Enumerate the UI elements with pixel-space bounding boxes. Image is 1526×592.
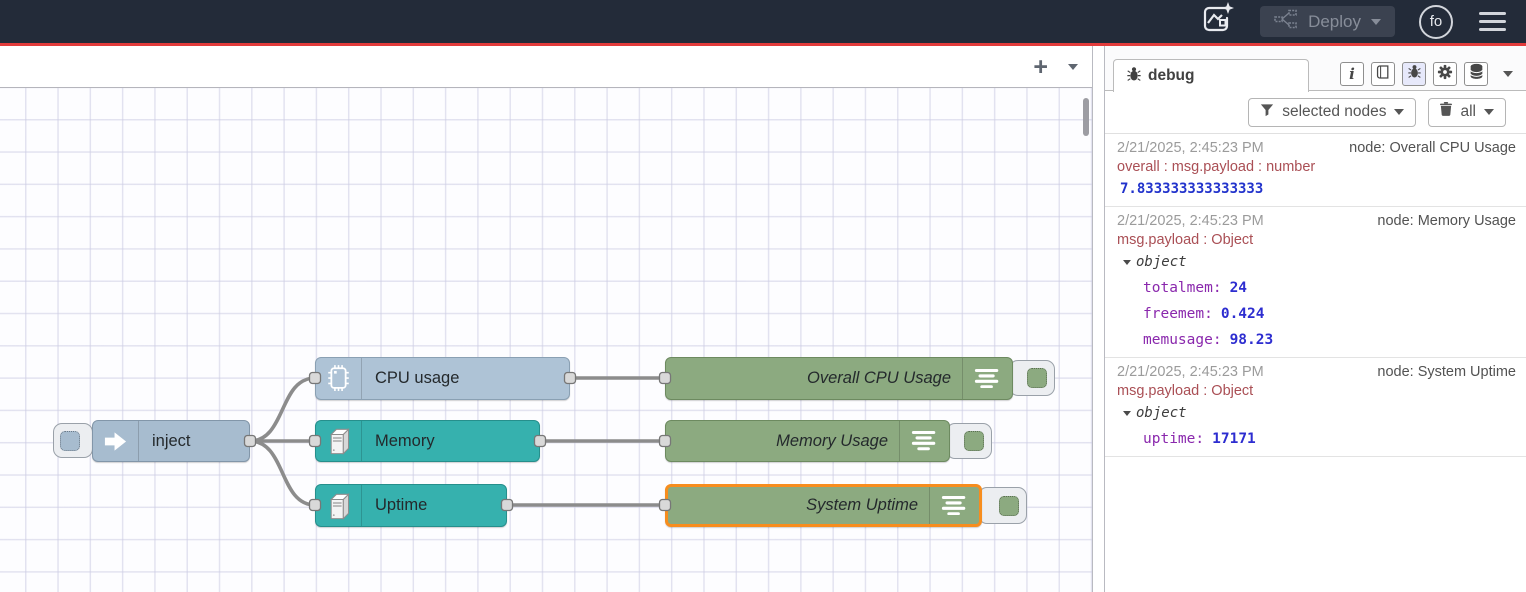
node-debug-memory[interactable]: Memory Usage xyxy=(665,420,950,462)
node-debug-uptime-selected[interactable]: System Uptime xyxy=(665,484,982,527)
debug-message: 2/21/2025, 2:45:23 PM node: Memory Usage… xyxy=(1105,207,1526,358)
filter-dropdown[interactable]: selected nodes xyxy=(1248,97,1417,127)
flow-canvas[interactable]: inject CPU usage xyxy=(0,88,1092,592)
message-meta: overall : msg.payload : number xyxy=(1117,159,1316,175)
sidebar-tabbar: debug i xyxy=(1105,46,1526,92)
debug-toggle-overall-cpu[interactable] xyxy=(1009,360,1055,396)
node-label: Overall CPU Usage xyxy=(807,369,951,387)
bug-icon xyxy=(1127,66,1141,87)
header-alert-line xyxy=(0,43,1526,46)
object-entry: uptime 17171 xyxy=(1143,431,1516,447)
workspace: + inject xyxy=(0,46,1093,592)
message-meta: msg.payload : Object xyxy=(1117,383,1254,399)
tab-label: debug xyxy=(1148,67,1195,84)
deploy-label: Deploy xyxy=(1308,11,1361,31)
node-label: System Uptime xyxy=(806,496,918,514)
book-icon xyxy=(1375,64,1391,85)
object-label: object xyxy=(1136,405,1187,421)
node-inject[interactable]: inject xyxy=(92,420,250,462)
flow-list-caret-icon[interactable] xyxy=(1068,64,1078,70)
deploy-button[interactable]: Deploy xyxy=(1260,6,1395,37)
debug-toggle-uptime[interactable] xyxy=(978,487,1027,524)
node-label: Memory xyxy=(375,431,435,450)
gear-icon xyxy=(1437,64,1453,85)
message-node-name: node: System Uptime xyxy=(1377,364,1516,380)
message-timestamp: 2/21/2025, 2:45:23 PM xyxy=(1117,140,1264,156)
message-node-name: node: Overall CPU Usage xyxy=(1349,140,1516,156)
deploy-icon xyxy=(1274,9,1298,34)
object-entry: totalmem 24 xyxy=(1143,280,1516,296)
info-icon: i xyxy=(1349,65,1355,83)
ai-assistant-icon[interactable] xyxy=(1200,0,1236,43)
debug-output-icon xyxy=(899,421,949,461)
canvas-scrollbar[interactable] xyxy=(1083,98,1089,136)
sidebar: debug i xyxy=(1104,46,1526,592)
entry-key: uptime xyxy=(1143,431,1204,447)
inject-trigger-button[interactable] xyxy=(53,423,93,458)
clear-label: all xyxy=(1460,103,1476,120)
debug-toggle-memory[interactable] xyxy=(946,423,992,459)
server-icon xyxy=(316,485,362,526)
inject-arrow-icon xyxy=(93,421,139,461)
add-flow-button[interactable]: + xyxy=(1033,52,1048,81)
cpu-chip-icon xyxy=(316,358,362,399)
debug-message: 2/21/2025, 2:45:23 PM node: System Uptim… xyxy=(1105,358,1526,457)
entry-value: 24 xyxy=(1229,280,1248,296)
workspace-tabbar: + xyxy=(0,46,1092,88)
header: Deploy fo xyxy=(0,0,1526,43)
message-node-name: node: Memory Usage xyxy=(1377,213,1516,229)
filter-label: selected nodes xyxy=(1282,103,1387,120)
entry-value: 0.424 xyxy=(1220,306,1265,322)
message-timestamp: 2/21/2025, 2:45:23 PM xyxy=(1117,364,1264,380)
object-entry: memusage 98.23 xyxy=(1143,332,1516,348)
server-icon xyxy=(316,421,362,461)
expand-caret-icon[interactable] xyxy=(1123,259,1131,265)
deploy-caret-icon[interactable] xyxy=(1371,18,1381,25)
tab-debug[interactable]: debug xyxy=(1113,59,1309,92)
message-meta: msg.payload : Object xyxy=(1117,232,1254,248)
debug-message-list: 2/21/2025, 2:45:23 PM node: Overall CPU … xyxy=(1105,134,1526,457)
entry-key: memusage xyxy=(1143,332,1222,348)
entry-key: totalmem xyxy=(1143,280,1222,296)
expand-caret-icon[interactable] xyxy=(1123,410,1131,416)
message-timestamp: 2/21/2025, 2:45:23 PM xyxy=(1117,213,1264,229)
sidebar-menu-caret-icon[interactable] xyxy=(1503,71,1513,77)
message-value: 7.833333333333333 xyxy=(1120,181,1264,197)
user-avatar[interactable]: fo xyxy=(1419,4,1453,39)
clear-caret-icon xyxy=(1484,109,1494,115)
entry-value: 98.23 xyxy=(1229,332,1274,348)
node-label: CPU usage xyxy=(375,369,460,387)
context-tab-button[interactable] xyxy=(1464,62,1488,86)
node-label: inject xyxy=(152,431,191,450)
node-label: Memory Usage xyxy=(776,431,888,450)
entry-value: 17171 xyxy=(1212,431,1256,447)
config-nodes-tab-button[interactable] xyxy=(1433,62,1457,86)
debug-message: 2/21/2025, 2:45:23 PM node: Overall CPU … xyxy=(1105,134,1526,207)
filter-caret-icon xyxy=(1394,109,1405,115)
trash-icon xyxy=(1440,102,1453,122)
node-memory[interactable]: Memory xyxy=(315,420,540,462)
bug-icon xyxy=(1407,64,1421,84)
object-entry: freemem 0.424 xyxy=(1143,306,1516,322)
database-icon xyxy=(1469,63,1484,85)
debug-output-icon xyxy=(929,487,979,524)
node-cpu-usage[interactable]: CPU usage xyxy=(315,357,570,400)
debug-toolbar: selected nodes all xyxy=(1105,91,1526,134)
info-tab-button[interactable]: i xyxy=(1340,62,1364,86)
debug-tab-button[interactable] xyxy=(1402,62,1426,86)
object-label: object xyxy=(1136,254,1187,270)
help-tab-button[interactable] xyxy=(1371,62,1395,86)
debug-output-icon xyxy=(962,358,1012,399)
node-uptime[interactable]: Uptime xyxy=(315,484,507,527)
node-label: Uptime xyxy=(375,496,428,514)
node-debug-overall-cpu[interactable]: Overall CPU Usage xyxy=(665,357,1013,400)
funnel-icon xyxy=(1260,103,1274,122)
entry-key: freemem xyxy=(1143,306,1213,322)
menu-icon[interactable] xyxy=(1477,8,1508,36)
clear-dropdown[interactable]: all xyxy=(1428,97,1506,127)
